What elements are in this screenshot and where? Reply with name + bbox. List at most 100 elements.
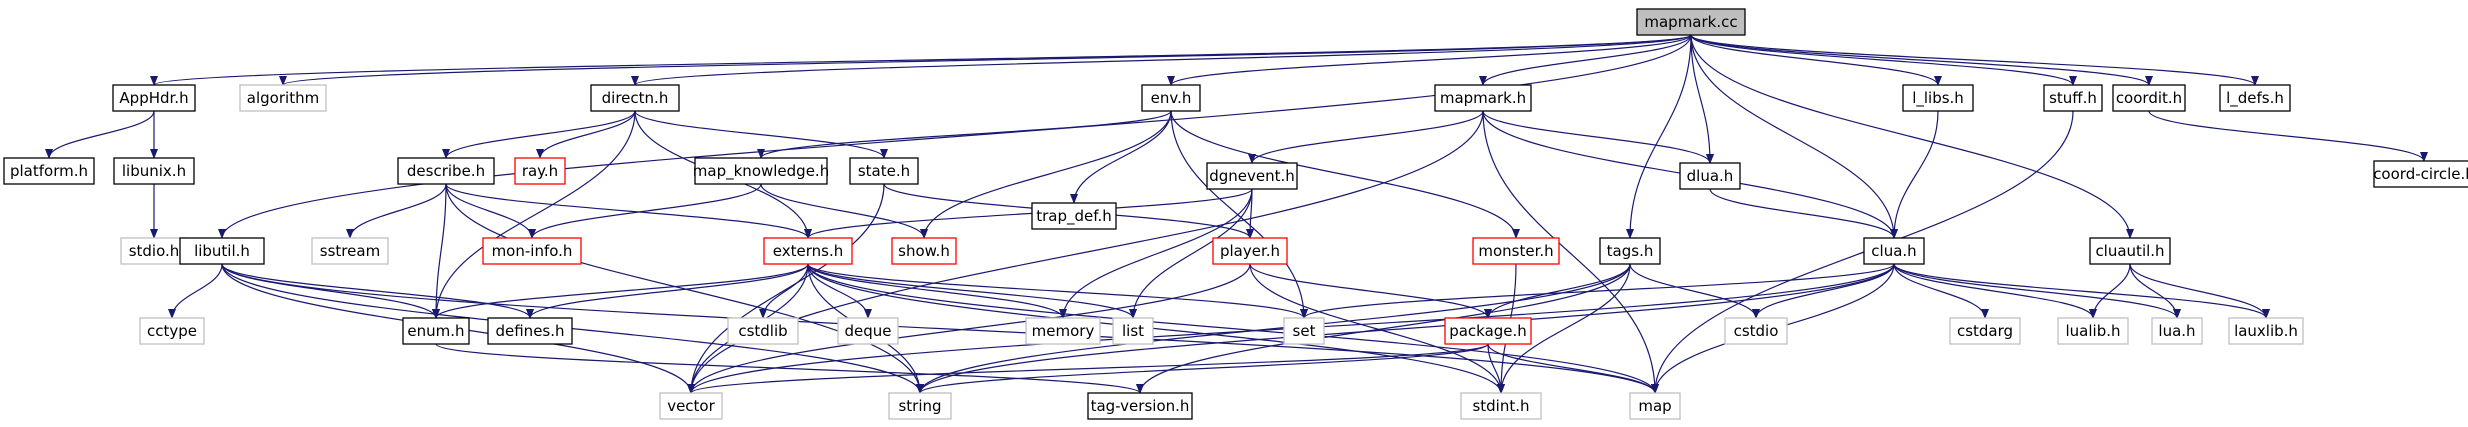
edge-tags-h-to-string xyxy=(916,263,1631,394)
node-mapmark-cc[interactable]: mapmark.cc xyxy=(1636,8,1746,36)
edge-apphdr-h-to-platform-h xyxy=(45,110,155,159)
node-label: cctype xyxy=(147,322,197,340)
node-label: libunix.h xyxy=(122,162,186,180)
node-label: map xyxy=(1638,397,1671,415)
node-coordit-h[interactable]: coordit.h xyxy=(2112,84,2186,112)
node-dgnevent-h[interactable]: dgnevent.h xyxy=(1206,162,1298,190)
node-box xyxy=(1141,84,1201,112)
node-label: lualib.h xyxy=(2066,322,2121,340)
node-trap-def-h[interactable]: trap_def.h xyxy=(1031,202,1117,230)
node-box xyxy=(1087,392,1193,420)
node-label: lua.h xyxy=(2158,322,2195,340)
node-box xyxy=(311,237,389,265)
node-l-defs-h[interactable]: l_defs.h xyxy=(2219,84,2291,112)
node-deque[interactable]: deque xyxy=(837,317,899,345)
node-label: directn.h xyxy=(602,89,669,107)
node-lauxlib-h[interactable]: lauxlib.h xyxy=(2228,317,2304,345)
edge-mapmark-cc-to-directn-h xyxy=(631,34,1692,86)
node-box xyxy=(120,237,188,265)
node-list[interactable]: list xyxy=(1112,317,1154,345)
node-defines-h[interactable]: defines.h xyxy=(487,317,573,345)
node-box xyxy=(1206,162,1298,190)
edge-dgnevent-h-to-list xyxy=(1129,188,1253,319)
node-player-h[interactable]: player.h xyxy=(1212,237,1288,265)
node-libutil-h[interactable]: libutil.h xyxy=(179,237,265,265)
node-label: player.h xyxy=(1220,242,1280,260)
node-dlua-h[interactable]: dlua.h xyxy=(1679,162,1741,190)
node-mapmark-h[interactable]: mapmark.h xyxy=(1434,84,1532,112)
node-cluautil-h[interactable]: cluautil.h xyxy=(2089,237,2171,265)
node-box xyxy=(2228,317,2304,345)
node-box xyxy=(1679,162,1741,190)
node-label: sstream xyxy=(320,242,380,260)
node-directn-h[interactable]: directn.h xyxy=(590,84,680,112)
node-clua-h[interactable]: clua.h xyxy=(1863,237,1925,265)
node-enum-h[interactable]: enum.h xyxy=(402,317,470,345)
node-stuff-h[interactable]: stuff.h xyxy=(2043,84,2103,112)
node-map[interactable]: map xyxy=(1629,392,1681,420)
node-map-knowledge-h[interactable]: map_knowledge.h xyxy=(693,157,829,185)
node-tags-h[interactable]: tags.h xyxy=(1599,237,1661,265)
node-algorithm[interactable]: algorithm xyxy=(239,84,327,112)
node-lua-h[interactable]: lua.h xyxy=(2151,317,2203,345)
edge-player-h-to-package-h xyxy=(1249,263,1492,319)
node-label: set xyxy=(1293,322,1316,340)
edge-mapmark-h-to-map xyxy=(1482,110,1659,394)
edge-mapmark-cc-to-stuff-h xyxy=(1690,34,2077,86)
node-stdio-h[interactable]: stdio.h xyxy=(120,237,188,265)
node-label: dgnevent.h xyxy=(1209,167,1295,185)
edge-libutil-h-to-map xyxy=(221,263,1659,394)
node-ray-h[interactable]: ray.h xyxy=(514,157,566,185)
node-l-libs-h[interactable]: l_libs.h xyxy=(1902,84,1974,112)
node-cstdlib[interactable]: cstdlib xyxy=(727,317,799,345)
edge-map-knowledge-h-to-show-h xyxy=(760,183,928,239)
node-box xyxy=(1629,392,1681,420)
node-libunix-h[interactable]: libunix.h xyxy=(113,157,195,185)
node-package-h[interactable]: package.h xyxy=(1444,317,1532,345)
node-vector[interactable]: vector xyxy=(659,392,723,420)
node-monster-h[interactable]: monster.h xyxy=(1472,237,1560,265)
node-box xyxy=(2089,237,2171,265)
node-cstdio[interactable]: cstdio xyxy=(1724,317,1788,345)
node-box xyxy=(112,84,196,112)
node-env-h[interactable]: env.h xyxy=(1141,84,1201,112)
node-box xyxy=(837,317,899,345)
node-label: env.h xyxy=(1151,89,1192,107)
node-mon-info-h[interactable]: mon-info.h xyxy=(482,237,582,265)
node-state-h[interactable]: state.h xyxy=(849,157,919,185)
node-cctype[interactable]: cctype xyxy=(139,317,205,345)
node-show-h[interactable]: show.h xyxy=(891,237,957,265)
node-string[interactable]: string xyxy=(888,392,952,420)
edge-mapmark-h-to-dlua-h xyxy=(1482,110,1714,164)
node-externs-h[interactable]: externs.h xyxy=(763,237,853,265)
node-describe-h[interactable]: describe.h xyxy=(397,157,495,185)
edge-externs-h-to-defines-h xyxy=(526,263,809,319)
node-sstream[interactable]: sstream xyxy=(311,237,389,265)
edge-mapmark-cc-to-cluautil-h xyxy=(1690,34,2134,239)
edge-clua-h-to-lauxlib-h xyxy=(1893,263,2270,319)
node-platform-h[interactable]: platform.h xyxy=(3,157,95,185)
edge-package-h-to-stdint-h xyxy=(1487,343,1505,394)
node-box xyxy=(1460,392,1542,420)
node-apphdr-h[interactable]: AppHdr.h xyxy=(112,84,196,112)
node-box xyxy=(179,237,265,265)
edge-package-h-to-string xyxy=(916,343,1489,394)
node-label: package.h xyxy=(1449,322,1527,340)
node-memory[interactable]: memory xyxy=(1025,317,1101,345)
node-coord-circle-h[interactable]: coord-circle.h xyxy=(2373,160,2468,188)
node-label: show.h xyxy=(898,242,950,260)
edge-describe-h-to-externs-h xyxy=(445,183,812,239)
edge-mapmark-cc-to-libutil-h xyxy=(218,34,1692,239)
edge-enum-h-to-tag-version-h xyxy=(435,343,1144,394)
edge-cluautil-h-to-lualib-h xyxy=(2089,263,2131,319)
edge-externs-h-to-deque xyxy=(807,263,872,319)
node-set[interactable]: set xyxy=(1283,317,1325,345)
edge-clua-h-to-lualib-h xyxy=(1893,263,2097,319)
edge-externs-h-to-list xyxy=(807,263,1137,319)
node-cstdarg[interactable]: cstdarg xyxy=(1949,317,2021,345)
node-stdint-h[interactable]: stdint.h xyxy=(1460,392,1542,420)
node-lualib-h[interactable]: lualib.h xyxy=(2057,317,2129,345)
node-box xyxy=(1636,8,1746,36)
node-tag-version-h[interactable]: tag-version.h xyxy=(1087,392,1193,420)
